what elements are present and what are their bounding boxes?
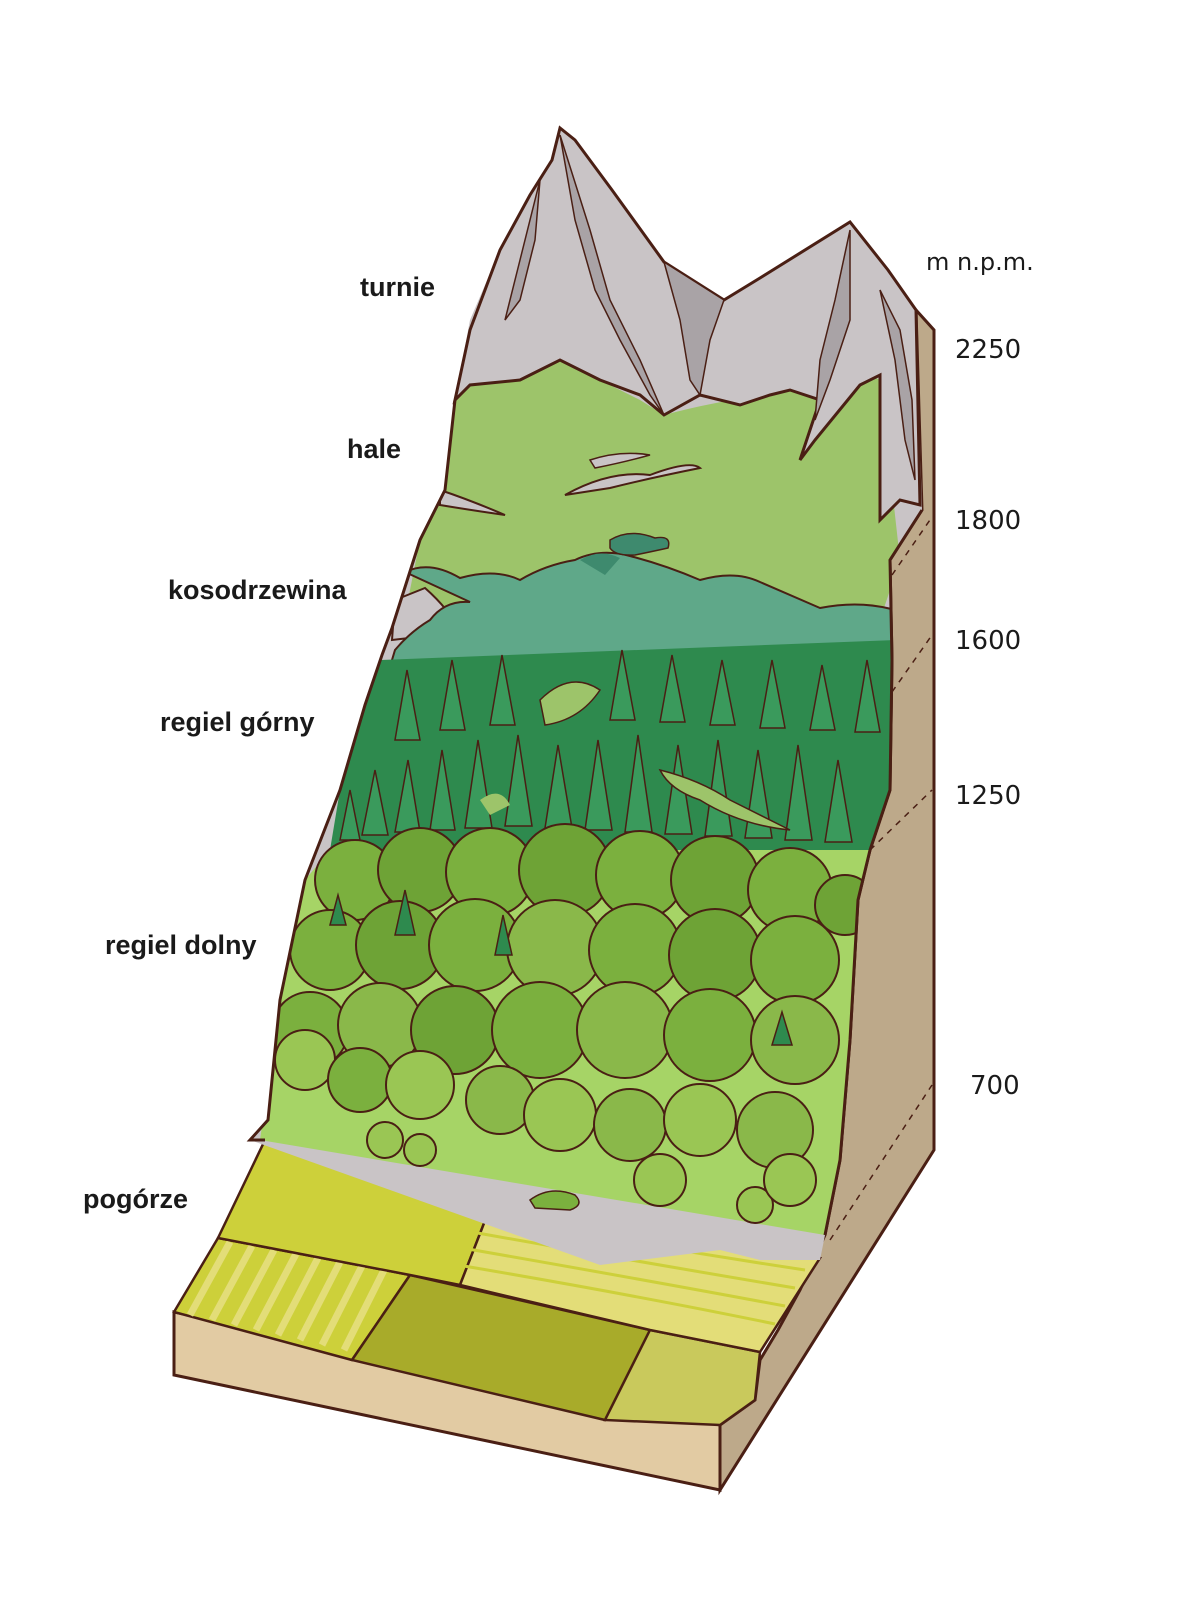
zone-label-turnie: turnie [360,272,436,302]
zone-label-regiel-dolny: regiel dolny [105,930,257,960]
deciduous-trees [271,823,876,1224]
zone-label-hale: hale [347,434,402,464]
altitude-tick-1800: 1800 [955,506,1022,536]
turnie-peaks [452,125,922,524]
spruce-trees [339,649,881,843]
hale-meadow [400,360,900,640]
terrain-outline [246,399,457,1142]
altitude-tick-2250: 2250 [955,335,1022,365]
zone-label-kosodrzewina: kosodrzewina [168,575,347,605]
altitude-guides [829,516,933,1241]
zone-label-regiel-gorny: regiel górny [160,707,315,737]
zone-label-pogorze: pogórze [83,1184,188,1214]
altitude-tick-700: 700 [970,1071,1020,1101]
altitude-tick-1600: 1600 [955,626,1022,656]
altitude-unit-label: m n.p.m. [926,248,1034,276]
altitude-tick-1250: 1250 [955,781,1022,811]
